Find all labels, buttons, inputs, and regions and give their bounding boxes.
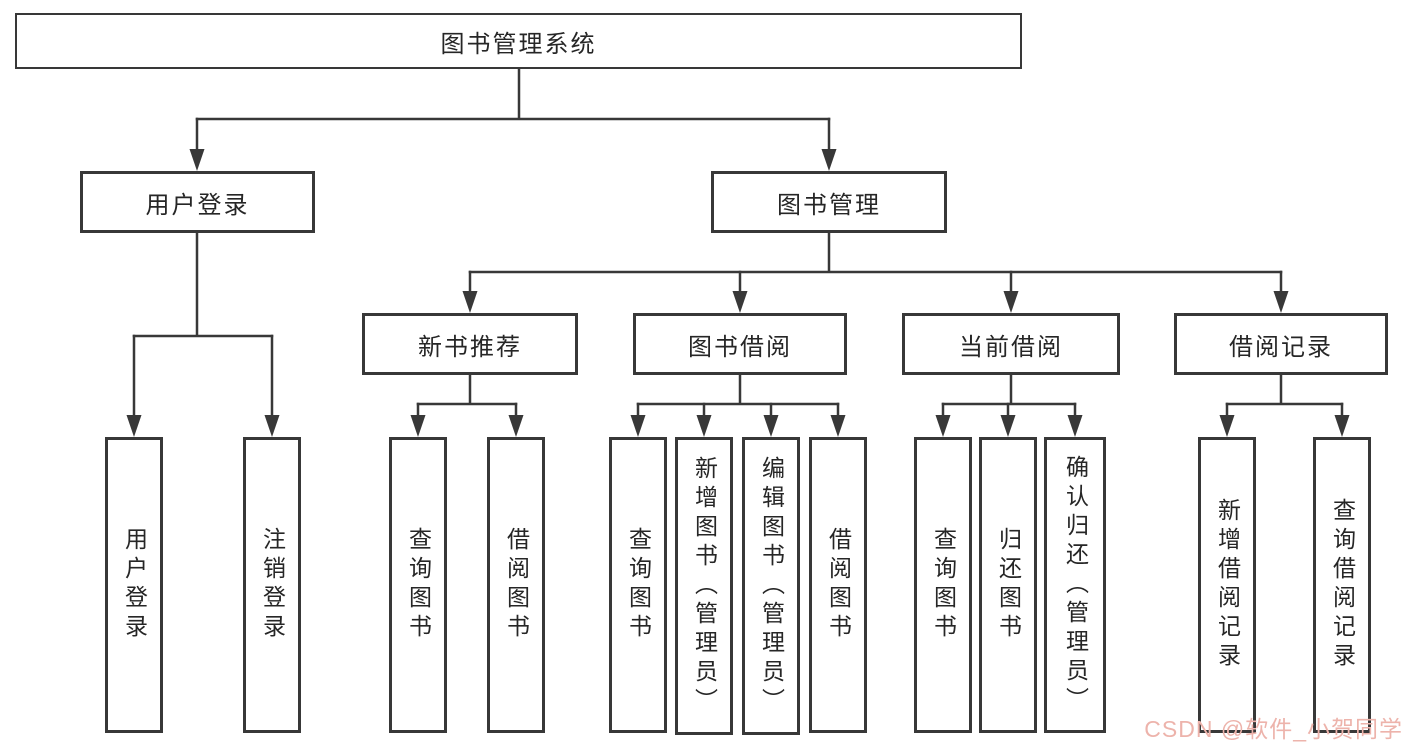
leaf-borrow-books-borrow: 借阅图书: [809, 437, 867, 733]
connector-book-management-children: [462, 231, 1289, 313]
connector-current-borrow-children: [935, 373, 1083, 437]
leaf-borrow-books-recommend: 借阅图书: [487, 437, 545, 733]
csdn-watermark: CSDN @软件_小贺同学: [1144, 716, 1403, 742]
connector-borrow-records-children: [1219, 373, 1350, 437]
connector-root-to-level2: [189, 66, 837, 171]
leaf-query-books-recommend: 查询图书: [389, 437, 447, 733]
node-book-management: 图书管理: [711, 171, 947, 233]
node-user-login: 用户登录: [80, 171, 315, 233]
leaf-query-books-current: 查询图书: [914, 437, 972, 733]
leaf-label: 用户登录: [121, 527, 148, 643]
leaf-user-login: 用户登录: [105, 437, 163, 733]
leaf-add-borrow-record: 新增借阅记录: [1198, 437, 1256, 733]
leaf-query-borrow-record: 查询借阅记录: [1313, 437, 1371, 733]
leaf-label: 编辑图书（管理员）: [758, 455, 785, 717]
leaf-edit-book-admin: 编辑图书（管理员）: [742, 437, 800, 735]
leaf-label: 查询图书: [405, 527, 432, 643]
leaf-label: 注销登录: [259, 527, 286, 643]
node-new-book-recommend: 新书推荐: [362, 313, 578, 375]
leaf-label: 查询图书: [625, 527, 652, 643]
leaf-return-book: 归还图书: [979, 437, 1037, 733]
connector-user-login-children: [126, 231, 280, 437]
node-current-borrow: 当前借阅: [902, 313, 1120, 375]
connector-book-borrow-children: [630, 373, 846, 437]
leaf-logout: 注销登录: [243, 437, 301, 733]
node-borrow-records: 借阅记录: [1174, 313, 1388, 375]
leaf-add-book-admin: 新增图书（管理员）: [675, 437, 733, 735]
leaf-label: 查询图书: [930, 527, 957, 643]
leaf-label: 确认归还（管理员）: [1062, 454, 1089, 716]
leaf-label: 新增图书（管理员）: [691, 455, 718, 717]
leaf-query-books-borrow: 查询图书: [609, 437, 667, 733]
node-root-system: 图书管理系统: [15, 13, 1022, 69]
leaf-label: 查询借阅记录: [1329, 498, 1356, 672]
leaf-label: 借阅图书: [503, 527, 530, 643]
leaf-label: 归还图书: [995, 527, 1022, 643]
leaf-label: 借阅图书: [825, 527, 852, 643]
connector-new-book-recommend-children: [410, 373, 524, 437]
leaf-confirm-return-admin: 确认归还（管理员）: [1044, 437, 1106, 733]
node-book-borrow: 图书借阅: [633, 313, 847, 375]
leaf-label: 新增借阅记录: [1214, 498, 1241, 672]
